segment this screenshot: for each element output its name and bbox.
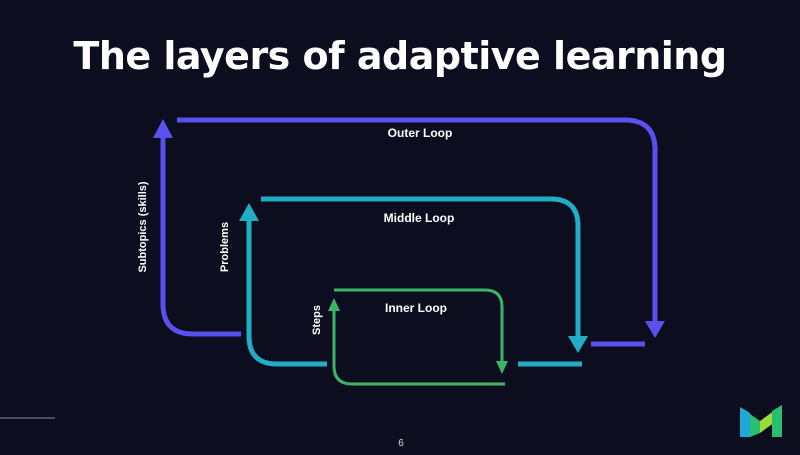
middle-loop-axis-label: Problems	[219, 222, 231, 272]
middle-loop-up-arrowhead	[239, 203, 259, 221]
inner-loop-label: Inner Loop	[385, 301, 447, 315]
inner-loop-down-arrowhead	[496, 361, 508, 374]
outer-loop: Outer Loop Subtopics (skills)	[137, 117, 665, 347]
middle-loop-left-path	[246, 218, 327, 367]
middle-loop-label: Middle Loop	[384, 211, 455, 225]
outer-loop-left-path	[160, 135, 241, 337]
inner-loop-up-arrowhead	[328, 298, 340, 311]
logo-right-base	[772, 405, 782, 437]
inner-loop-axis-label: Steps	[311, 305, 323, 335]
inner-loop: Inner Loop Steps	[311, 288, 508, 386]
outer-loop-label: Outer Loop	[388, 126, 453, 140]
outer-loop-top-path	[177, 117, 658, 322]
logo-middle-stroke	[740, 407, 760, 437]
footer-divider	[0, 417, 55, 419]
outer-loop-up-arrowhead	[153, 119, 173, 138]
middle-loop-down-arrowhead	[568, 336, 588, 353]
logo-left-stroke	[740, 407, 750, 437]
inner-loop-left-path	[332, 309, 505, 386]
page-number: 6	[398, 438, 404, 449]
inner-loop-top-path	[334, 288, 504, 364]
outer-loop-down-arrowhead	[645, 321, 665, 338]
middle-loop-top-path	[261, 196, 581, 337]
middle-loop: Middle Loop Problems	[219, 196, 588, 367]
slide-title: The layers of adaptive learning	[73, 34, 727, 78]
outer-loop-axis-label: Subtopics (skills)	[137, 181, 149, 272]
brand-m-logo-icon	[740, 405, 782, 437]
